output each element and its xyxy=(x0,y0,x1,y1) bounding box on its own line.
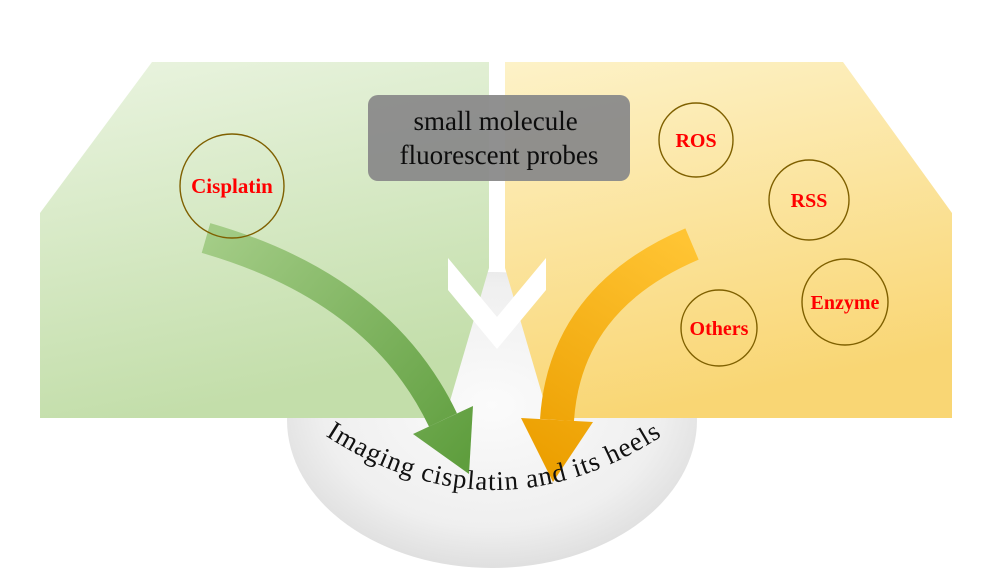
green-arrow-body xyxy=(201,223,457,427)
others-circle xyxy=(680,289,758,367)
others-label: Others xyxy=(690,318,749,340)
orange-arrow-body xyxy=(540,228,699,422)
orange-arrow xyxy=(521,228,699,482)
probe-box-line2: fluorescent probes xyxy=(400,140,599,170)
cisplatin-label: Cisplatin xyxy=(191,174,273,198)
probe-box-line1: small molecule xyxy=(414,106,578,136)
green-arrow xyxy=(201,223,473,474)
rss-circle xyxy=(768,159,850,241)
probe-box-text: small molecule fluorescent probes xyxy=(400,106,599,170)
cisplatin-circle xyxy=(179,133,285,239)
enzyme-label: Enzyme xyxy=(811,292,880,314)
ros-circle xyxy=(658,102,734,178)
enzyme-circle xyxy=(801,258,889,346)
ros-label: ROS xyxy=(675,130,716,152)
center-chevron xyxy=(448,258,546,349)
orange-arrow-head xyxy=(521,418,593,482)
probe-box xyxy=(368,95,630,181)
green-arrow-head xyxy=(413,406,473,474)
rss-label: RSS xyxy=(791,190,828,212)
